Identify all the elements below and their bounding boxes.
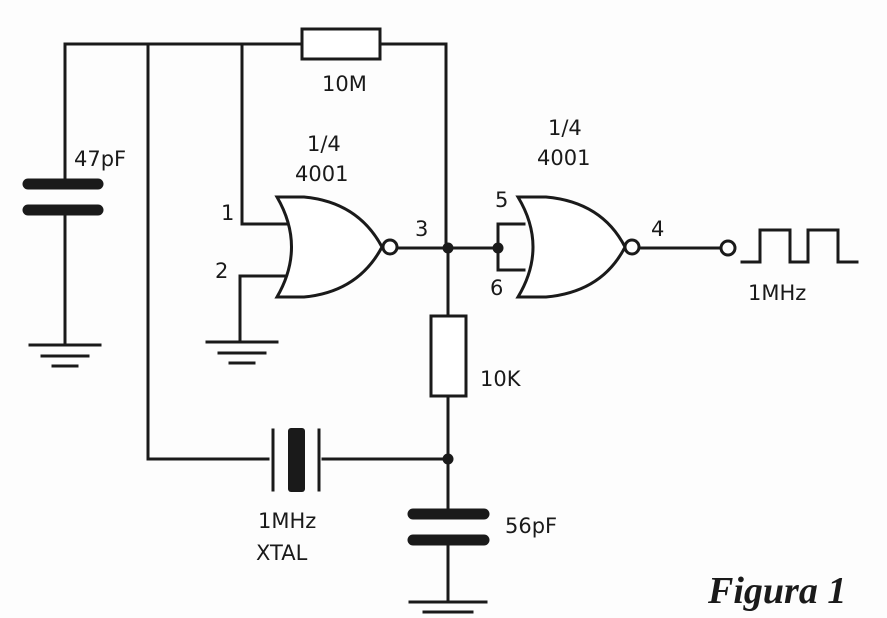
resistor-10k bbox=[429, 314, 468, 398]
label-pin1: 1 bbox=[221, 201, 234, 225]
label-56pf: 56pF bbox=[505, 514, 557, 538]
label-pin2: 2 bbox=[215, 259, 228, 283]
label-pin4: 4 bbox=[651, 217, 664, 241]
label-xtal-freq: 1MHz bbox=[258, 509, 316, 533]
label-gate1-part: 4001 bbox=[295, 162, 348, 186]
label-10m: 10M bbox=[322, 72, 367, 96]
wire-left-to-xtal bbox=[146, 42, 270, 461]
label-xtal: XTAL bbox=[256, 541, 308, 565]
label-gate1-fraction: 1/4 bbox=[307, 132, 341, 156]
wire-gate1-input1 bbox=[240, 42, 290, 226]
label-10k: 10K bbox=[480, 367, 522, 391]
junction-xtal-node bbox=[442, 453, 454, 465]
label-pin5: 5 bbox=[495, 188, 508, 212]
ground-symbol-c2 bbox=[408, 600, 488, 614]
gate1-output-bubble bbox=[381, 238, 399, 256]
wire-gate1-input2 bbox=[238, 274, 290, 344]
nor-gate-2 bbox=[515, 195, 627, 299]
label-output-freq: 1MHz bbox=[748, 281, 806, 305]
output-terminal bbox=[719, 239, 737, 257]
label-pin6: 6 bbox=[490, 276, 503, 300]
label-gate2-part: 4001 bbox=[537, 146, 590, 170]
junction-gate2-inputs bbox=[492, 242, 504, 254]
crystal-1mhz bbox=[271, 428, 321, 492]
ground-symbol-c1 bbox=[28, 343, 102, 368]
label-pin3: 3 bbox=[415, 217, 428, 241]
figure-caption: Figura 1 bbox=[707, 570, 846, 612]
label-47pf: 47pF bbox=[74, 147, 126, 171]
gate2-output-bubble bbox=[623, 238, 641, 256]
ground-symbol-gate1 bbox=[205, 340, 279, 365]
square-wave-symbol bbox=[740, 228, 859, 264]
nor-gate-1 bbox=[274, 195, 384, 299]
resistor-10m bbox=[300, 27, 382, 61]
label-gate2-fraction: 1/4 bbox=[548, 116, 582, 140]
wire-r1-right bbox=[378, 42, 448, 250]
